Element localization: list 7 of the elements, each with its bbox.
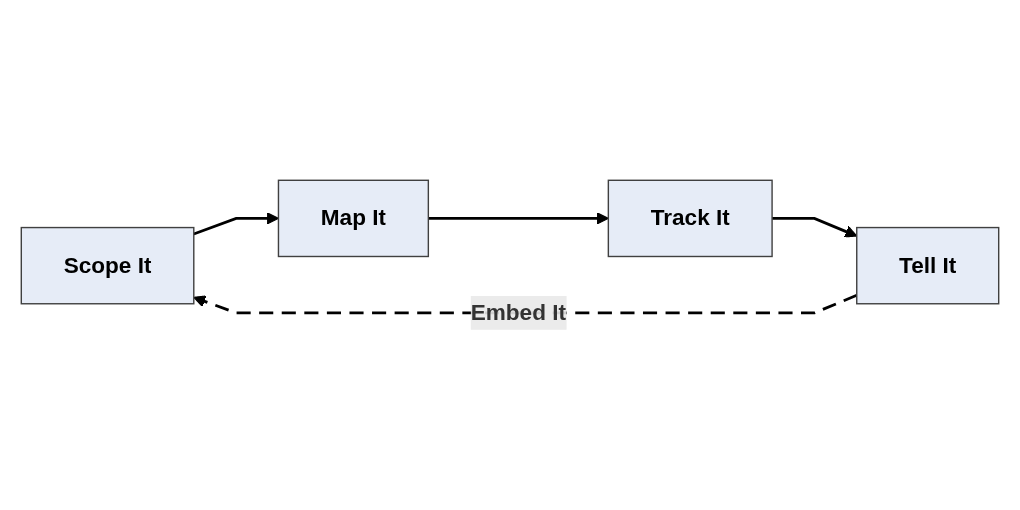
node-box: Map It [277,179,430,258]
arrow [193,212,279,236]
edge-label: Embed It [470,300,567,325]
node-box: Track It [607,179,773,258]
node-box: Tell It [856,226,1000,305]
arrow [428,212,609,225]
node-box: Scope It [20,226,195,305]
